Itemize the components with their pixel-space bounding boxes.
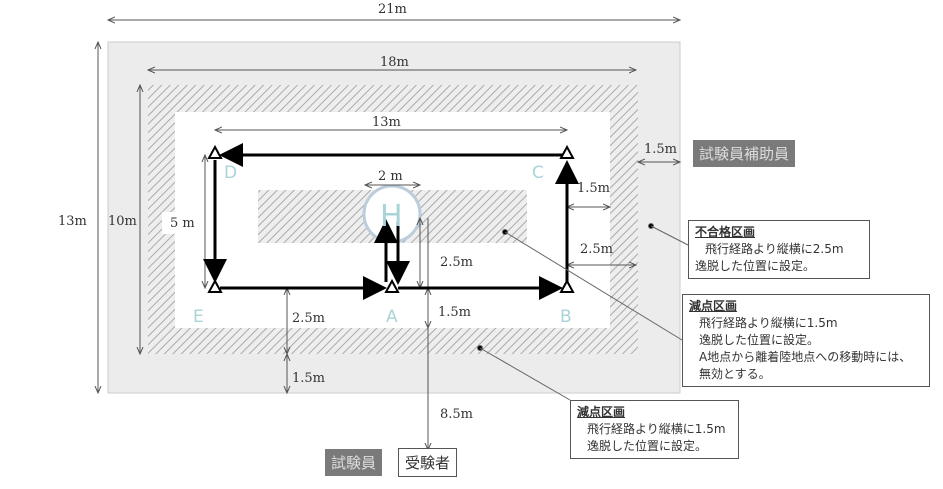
dim-8-5m: 8.5m [440, 407, 473, 422]
dim-18m: 18m [380, 55, 409, 70]
dim-10m: 10m [108, 214, 137, 229]
note-title: 減点区画 [577, 405, 626, 419]
dim-1-5m-right: 1.5m [644, 142, 677, 157]
note-line: 逸脱した位置に設定。 [699, 333, 820, 347]
note-line: 飛行経路より縦横に1.5m [587, 422, 726, 436]
dimension-lines [98, 20, 680, 393]
assistant-examiner-label: 試験員補助員 [693, 140, 796, 167]
dim-13m: 13m [58, 214, 87, 229]
penalty-zone-note: 減点区画 飛行経路より縦横に1.5m 逸脱した位置に設定。 A地点から離着陸地点… [682, 294, 930, 387]
note-line: 逸脱した位置に設定。 [695, 259, 816, 273]
note-title: 減点区画 [689, 299, 738, 313]
note-line: 逸脱した位置に設定。 [587, 439, 708, 453]
point-e: E [193, 307, 204, 327]
waypoint-markers [207, 144, 575, 293]
note-line: 飛行経路より縦横に2.5m [705, 242, 844, 256]
point-b: B [560, 307, 572, 327]
callout-leaders [477, 223, 689, 401]
helipad-label: H [380, 199, 403, 234]
note-line: 無効とする。 [699, 367, 771, 381]
note-title: 不合格区画 [695, 225, 756, 239]
examiner-label: 試験員 [325, 449, 383, 476]
fail-zone-note: 不合格区画 飛行経路より縦横に2.5m 逸脱した位置に設定。 [688, 220, 870, 279]
dim-2-5m-b: 2.5m [580, 242, 613, 257]
note-line: 飛行経路より縦横に1.5m [699, 316, 838, 330]
point-d: D [224, 163, 237, 183]
dim-13m-path: 13m [372, 115, 401, 130]
outer-penalty-zone-note: 減点区画 飛行経路より縦横に1.5m 逸脱した位置に設定。 [570, 400, 739, 459]
dim-21m: 21m [378, 2, 407, 17]
dim-2m: 2 m [378, 169, 403, 184]
dim-1-5m-a: 1.5m [438, 305, 471, 320]
dim-1-5m-c: 1.5m [577, 181, 610, 196]
dim-1-5m-bottom: 1.5m [292, 371, 325, 386]
dim-2-5m-e: 2.5m [292, 311, 325, 326]
examinee-label: 受験者 [398, 448, 458, 477]
dim-5m: 5 m [170, 216, 195, 231]
flight-path [203, 143, 579, 300]
point-c: C [532, 163, 544, 183]
dim-2-5m-h: 2.5m [440, 255, 473, 270]
point-a: A [386, 307, 398, 327]
note-line: A地点から離着陸地点への移動時には、 [699, 350, 912, 364]
